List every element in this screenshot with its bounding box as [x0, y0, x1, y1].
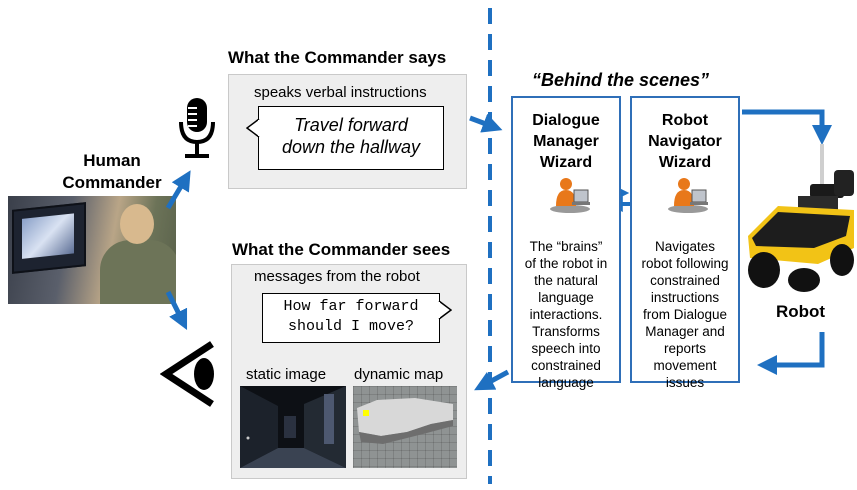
rn-desc-line: reports: [663, 341, 707, 356]
sees-caption: messages from the robot: [254, 268, 420, 285]
behind-the-scenes-title: “Behind the scenes”: [532, 70, 710, 90]
rn-desc-line: constrained: [650, 273, 720, 288]
arrow-robot-to-rn: [757, 332, 825, 375]
rn-title-line: Navigator: [648, 133, 722, 150]
dialogue-manager-description: The “brains” of the robot in the natural…: [511, 238, 621, 391]
static-image-caption: static image: [246, 366, 327, 383]
rn-desc-line: robot following: [641, 256, 729, 271]
says-section-title: What the Commander says: [228, 48, 447, 67]
dynamic-map-caption: dynamic map: [354, 366, 444, 383]
robot-navigator-title: Robot Navigator Wizard: [630, 110, 740, 173]
message-bubble: [262, 293, 440, 343]
dm-title-line: Wizard: [539, 154, 593, 171]
rn-title-line: Robot: [661, 112, 709, 129]
rn-desc-line: issues: [665, 375, 705, 390]
dm-desc-line: Transforms: [532, 324, 600, 339]
message-bubble-tail: [436, 300, 452, 320]
arrow-commander-to-eye: [165, 290, 188, 331]
message-bubble-text: How far forward should I move?: [262, 297, 440, 337]
dm-desc-line: constrained: [531, 358, 601, 373]
wizard-operator-icon: [550, 178, 590, 213]
rn-desc-line: Navigates: [654, 239, 716, 254]
arrow-says-to-dm: [469, 113, 503, 133]
arrow-commander-to-mic: [165, 170, 191, 210]
dm-desc-line: the natural: [534, 273, 598, 288]
eye-icon: [160, 341, 214, 407]
static-image: [240, 386, 346, 468]
speech-bubble-text: Travel forward down the hallway: [258, 114, 444, 158]
arrow-rn-to-robot: [742, 109, 832, 145]
message-line2: should I move?: [287, 318, 415, 335]
robot-navigator-description: Navigates robot following constrained in…: [630, 238, 740, 391]
rn-desc-line: from Dialogue: [642, 307, 728, 322]
dm-desc-line: interactions.: [529, 307, 603, 322]
dm-desc-line: language: [538, 375, 594, 390]
human-title-line2: Commander: [62, 173, 162, 192]
message-line1: How far forward: [283, 298, 419, 315]
dm-desc-line: The “brains”: [529, 239, 603, 254]
sees-section-title: What the Commander sees: [232, 240, 451, 259]
dm-title-line: Dialogue: [532, 112, 600, 129]
robot-navigator-box: [630, 96, 740, 383]
speech-line2: down the hallway: [281, 137, 421, 157]
dm-title-line: Manager: [533, 133, 599, 150]
rn-desc-line: instructions: [650, 290, 720, 305]
dm-desc-line: language: [538, 290, 594, 305]
dynamic-map: [353, 386, 457, 468]
person-body: [100, 240, 176, 304]
dialogue-manager-title: Dialogue Manager Wizard: [511, 110, 621, 173]
wizard-operator-icon: [668, 178, 708, 213]
says-caption: speaks verbal instructions: [254, 84, 427, 101]
rn-desc-line: movement: [653, 358, 717, 373]
speech-line1: Travel forward: [294, 115, 408, 135]
commander-photo: [8, 196, 176, 304]
dm-desc-line: speech into: [531, 341, 601, 356]
robot-image: [748, 144, 854, 292]
dialogue-manager-box: [511, 96, 621, 383]
human-title-line1: Human: [83, 151, 141, 170]
speech-bubble: [258, 106, 444, 170]
human-commander-label: Human Commander: [42, 150, 182, 194]
dm-desc-line: of the robot in: [524, 256, 608, 271]
robot-label: Robot: [776, 302, 826, 321]
speech-bubble-tail: [246, 118, 262, 138]
rn-title-line: Wizard: [658, 154, 712, 171]
microphone-icon: [179, 98, 215, 158]
rn-desc-line: Manager and: [645, 324, 725, 339]
arrow-dm-to-sees: [474, 369, 510, 391]
person-head: [120, 204, 154, 244]
